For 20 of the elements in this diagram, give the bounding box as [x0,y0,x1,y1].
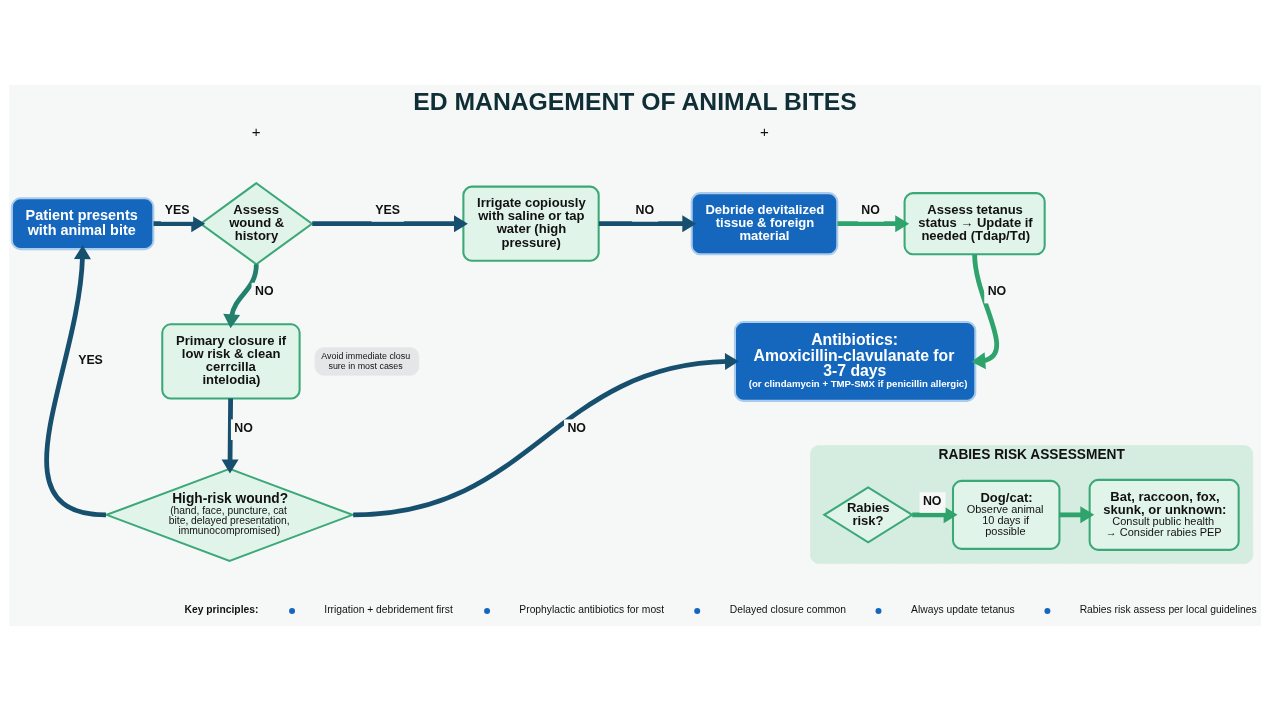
diagram-title: ED MANAGEMENT OF ANIMAL BITES [413,87,857,115]
edge-label: NO [922,493,942,508]
edge-label: NO [254,283,274,298]
edge-label: NO [234,420,253,435]
label: Key principles: [184,603,259,615]
label: Irrigation + debridement first [324,603,453,615]
node-label: Avoid immediate closu sure in most cases [321,350,411,371]
edge-label: YES [375,202,401,217]
label: Rabies risk assess per local guidelines [1079,603,1257,615]
label: + [760,122,769,140]
label: Prophylactic antibiotics for most [519,603,665,615]
edge-label: NO [635,202,655,217]
edge-label: YES [164,202,190,217]
label: Delayed closure common [729,603,847,615]
edge-label: NO [567,420,586,435]
edge-label: NO [861,202,880,217]
edge-label: NO [987,283,1007,298]
label: Always update tetanus [911,603,1015,615]
label: + [251,122,261,140]
edge-label: YES [78,352,103,367]
